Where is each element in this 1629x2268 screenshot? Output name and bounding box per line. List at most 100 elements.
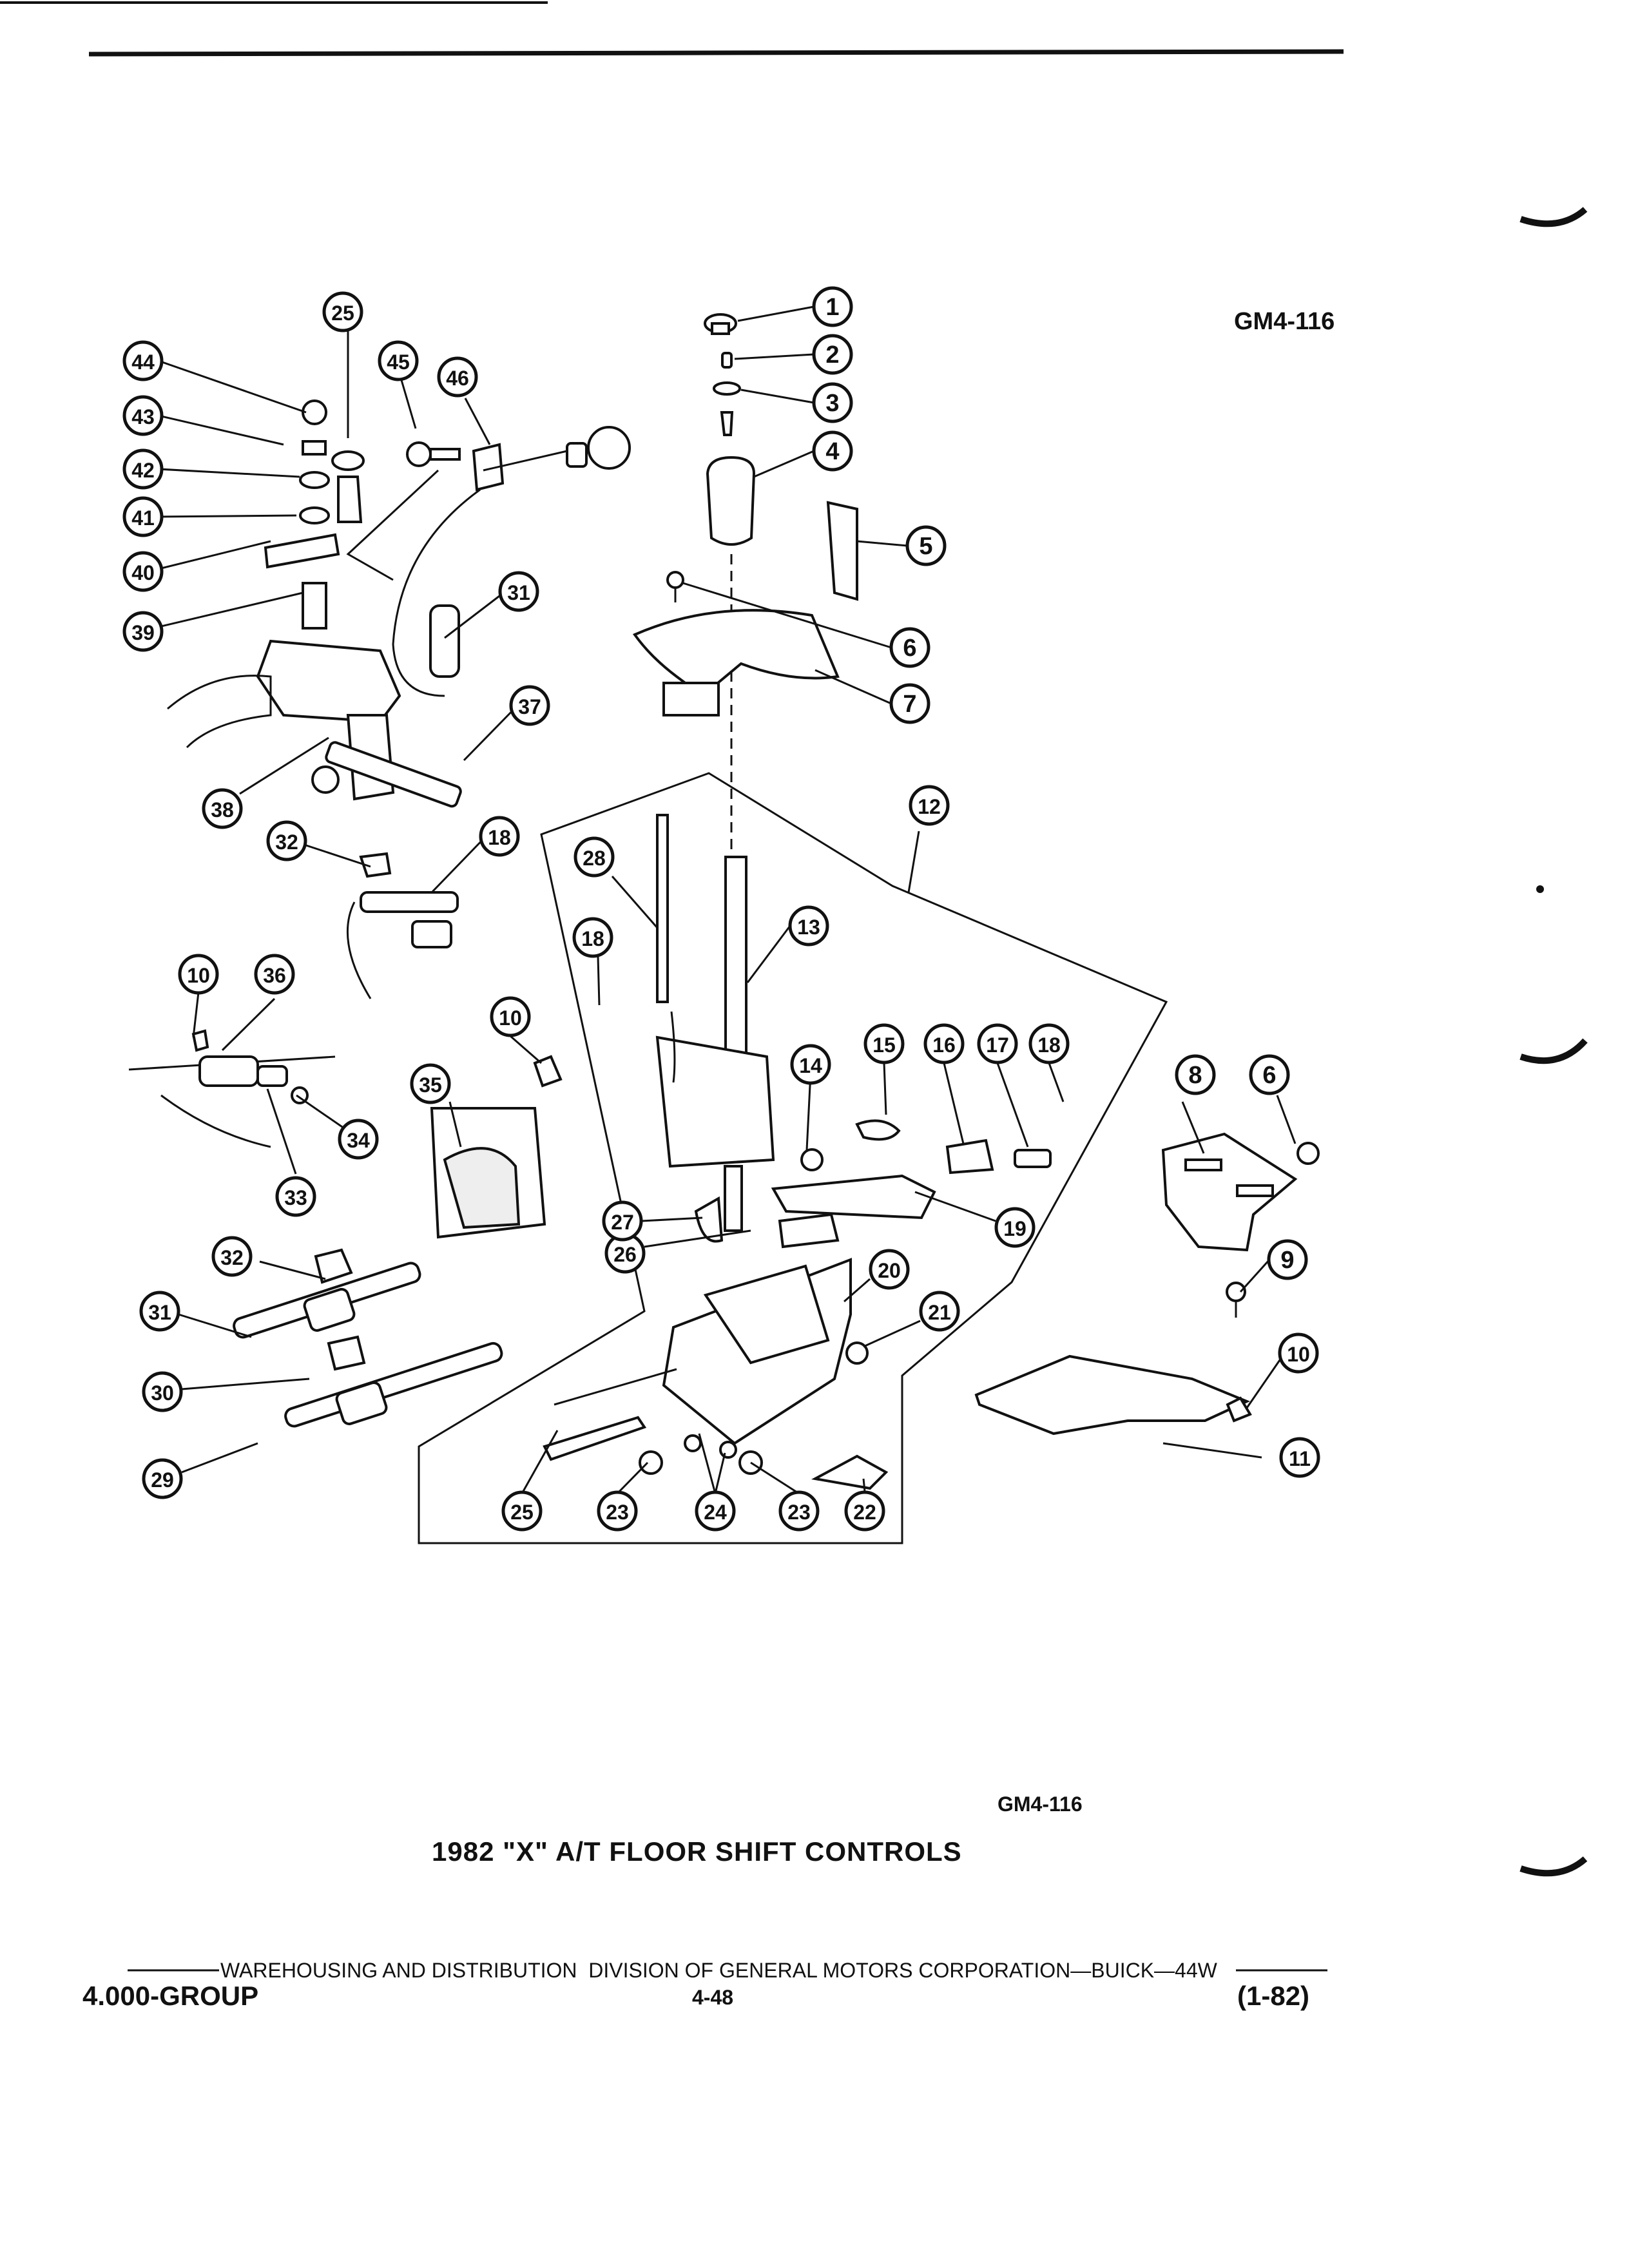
callout-label: 26	[613, 1243, 637, 1266]
callout-16: 16	[923, 1023, 965, 1064]
callout-18b: 18	[572, 917, 613, 958]
callout-29: 29	[142, 1458, 183, 1499]
callout-label: 24	[704, 1501, 727, 1524]
callout-6b: 6	[1249, 1054, 1290, 1095]
callout-label: 41	[131, 506, 155, 530]
callout-label: 31	[148, 1301, 171, 1324]
callout-label: 44	[131, 351, 155, 374]
callout-21: 21	[919, 1291, 960, 1332]
callout-label: 14	[799, 1054, 822, 1077]
callout-label: 19	[1003, 1217, 1027, 1240]
bracket-plate-assembly	[974, 1132, 1320, 1436]
callout-19: 19	[994, 1207, 1036, 1248]
callout-label: 10	[187, 964, 210, 987]
callout-label: 6	[1262, 1062, 1276, 1089]
callout-28: 28	[574, 836, 615, 878]
callout-label: 33	[284, 1186, 307, 1209]
callout-32b: 32	[211, 1236, 253, 1277]
callout-1: 1	[812, 286, 853, 327]
callout-label: 40	[131, 561, 155, 584]
callout-label: 34	[347, 1129, 370, 1152]
callout-label: 3	[825, 390, 839, 417]
callout-label: 28	[583, 847, 606, 870]
callout-label: 4	[825, 438, 839, 465]
callout-label: 6	[903, 635, 916, 662]
callout-label: 32	[275, 831, 298, 854]
callout-4: 4	[812, 430, 853, 472]
callout-label: 30	[151, 1381, 174, 1405]
figure-caption: 1982 "X" A/T FLOOR SHIFT CONTROLS	[432, 1836, 962, 1867]
callout-14: 14	[790, 1044, 831, 1085]
callout-12: 12	[909, 785, 950, 826]
callout-label: 39	[131, 621, 155, 644]
callout-label: 17	[986, 1033, 1009, 1057]
callout-31b: 31	[139, 1291, 180, 1332]
callout-33: 33	[275, 1176, 316, 1217]
callout-41: 41	[122, 496, 164, 537]
callout-27: 27	[602, 1200, 643, 1242]
callout-13: 13	[788, 905, 829, 947]
callout-11: 11	[1279, 1437, 1320, 1478]
callout-label: 15	[872, 1033, 896, 1057]
callout-43: 43	[122, 395, 164, 436]
footer-group: 4.000-GROUP	[82, 1981, 259, 2011]
binding-mark	[1519, 1856, 1588, 1877]
callout-label: 37	[518, 695, 541, 718]
callout-label: 21	[928, 1301, 951, 1324]
callout-10c: 10	[1278, 1332, 1319, 1374]
callout-46: 46	[437, 356, 478, 398]
callout-31a: 31	[498, 571, 539, 612]
callout-label: 27	[611, 1211, 634, 1234]
shift-knob-assembly	[632, 313, 858, 883]
callout-label: 18	[488, 826, 511, 849]
figure-code-top: GM4-116	[1234, 308, 1335, 335]
callout-9: 9	[1267, 1239, 1308, 1280]
callout-label: 46	[446, 367, 469, 390]
callout-15: 15	[863, 1023, 905, 1064]
callout-label: 12	[918, 795, 941, 818]
callout-25b: 25	[501, 1490, 543, 1532]
callout-44: 44	[122, 340, 164, 381]
callout-38: 38	[202, 788, 243, 829]
callout-3: 3	[812, 382, 853, 423]
callout-7: 7	[889, 683, 930, 724]
callout-36: 36	[254, 954, 295, 995]
callout-26: 26	[604, 1233, 646, 1274]
callout-24: 24	[695, 1490, 736, 1532]
leader-lines	[158, 305, 1296, 1495]
callout-label: 32	[220, 1246, 244, 1269]
callout-2: 2	[812, 334, 853, 375]
callout-label: 18	[581, 927, 604, 950]
callout-34: 34	[338, 1119, 379, 1160]
callout-label: 35	[419, 1073, 442, 1097]
callout-label: 29	[151, 1468, 174, 1492]
callout-35: 35	[410, 1063, 451, 1104]
callout-label: 25	[510, 1501, 534, 1524]
callout-20: 20	[869, 1249, 910, 1290]
callout-5: 5	[905, 525, 947, 566]
callout-label: 16	[932, 1033, 956, 1057]
callout-37: 37	[509, 685, 550, 726]
callout-label: 38	[211, 798, 234, 822]
callout-label: 23	[787, 1501, 811, 1524]
callout-45: 45	[378, 340, 419, 381]
callout-6: 6	[889, 627, 930, 668]
shift-lever-assembly	[543, 814, 1052, 1490]
footer-page-number: 4-48	[692, 1986, 734, 2009]
callout-label: 13	[797, 916, 820, 939]
callout-label: 20	[878, 1259, 901, 1282]
assembly-group-outline	[418, 772, 1168, 1544]
callout-23a: 23	[597, 1490, 638, 1532]
callout-10b: 10	[490, 996, 531, 1037]
callout-label: 8	[1188, 1062, 1202, 1089]
cable-linkage-assembly	[128, 399, 631, 1428]
callout-22: 22	[844, 1490, 885, 1532]
callout-label: 42	[131, 459, 155, 482]
callout-label: 43	[131, 405, 155, 428]
callout-10a: 10	[178, 954, 219, 995]
callout-layer: 1 2 3 4 5 6 7 8 6 9 10 11 12 13 14 15 16…	[122, 286, 1320, 1532]
figure-code-bottom: GM4-116	[998, 1792, 1083, 1816]
callout-8: 8	[1175, 1054, 1216, 1095]
callout-32a: 32	[266, 820, 307, 861]
callout-label: 9	[1280, 1247, 1294, 1274]
